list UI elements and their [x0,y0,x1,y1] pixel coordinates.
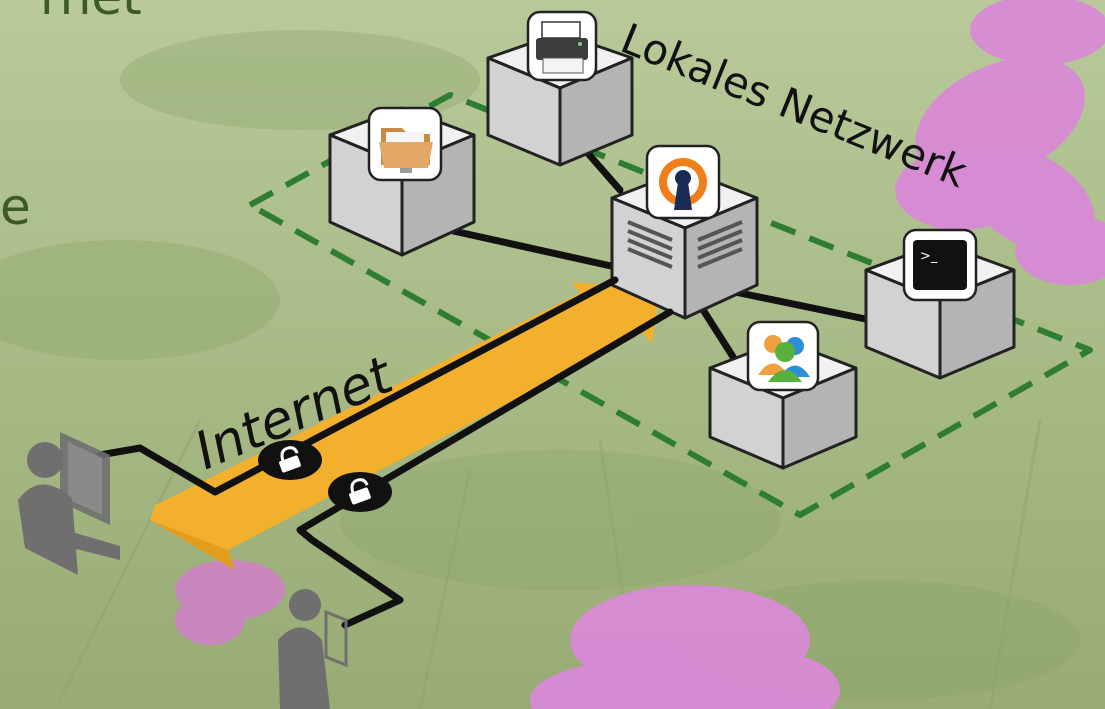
terminal-icon: >_ [902,228,978,302]
users-icon [746,320,820,392]
lock-icon [258,440,322,480]
lan-boundary [247,92,1093,518]
link-printer-server [581,146,624,194]
lock-icon [328,472,392,512]
mobile-user-icon [278,589,348,709]
pink-flower-bottom-left [175,560,285,645]
internet-tunnel-arrow [150,282,660,570]
terminal-prompt: >_ [920,249,938,264]
terminal-node: >_ [864,228,1016,380]
pink-flower-top-right [895,0,1105,285]
slide-text-fragment-middle: e [0,178,31,236]
printer-node [486,10,634,167]
file-share-node [328,106,476,257]
pink-flower-bottom [530,585,840,709]
tunnel-line-mobile [296,308,674,629]
link-users-server [696,301,739,364]
tunnel-line-desktop [96,276,619,496]
slide-text-fragment-top: rnet [40,0,142,22]
link-folder-server [436,224,624,272]
openvpn-server-node [610,144,759,320]
openvpn-icon [645,144,721,220]
link-terminal-server [731,288,884,326]
printer-icon [526,10,598,82]
folder-icon [367,106,443,182]
desktop-user-icon [18,432,120,575]
server-vents [627,220,743,269]
users-node [708,320,858,470]
